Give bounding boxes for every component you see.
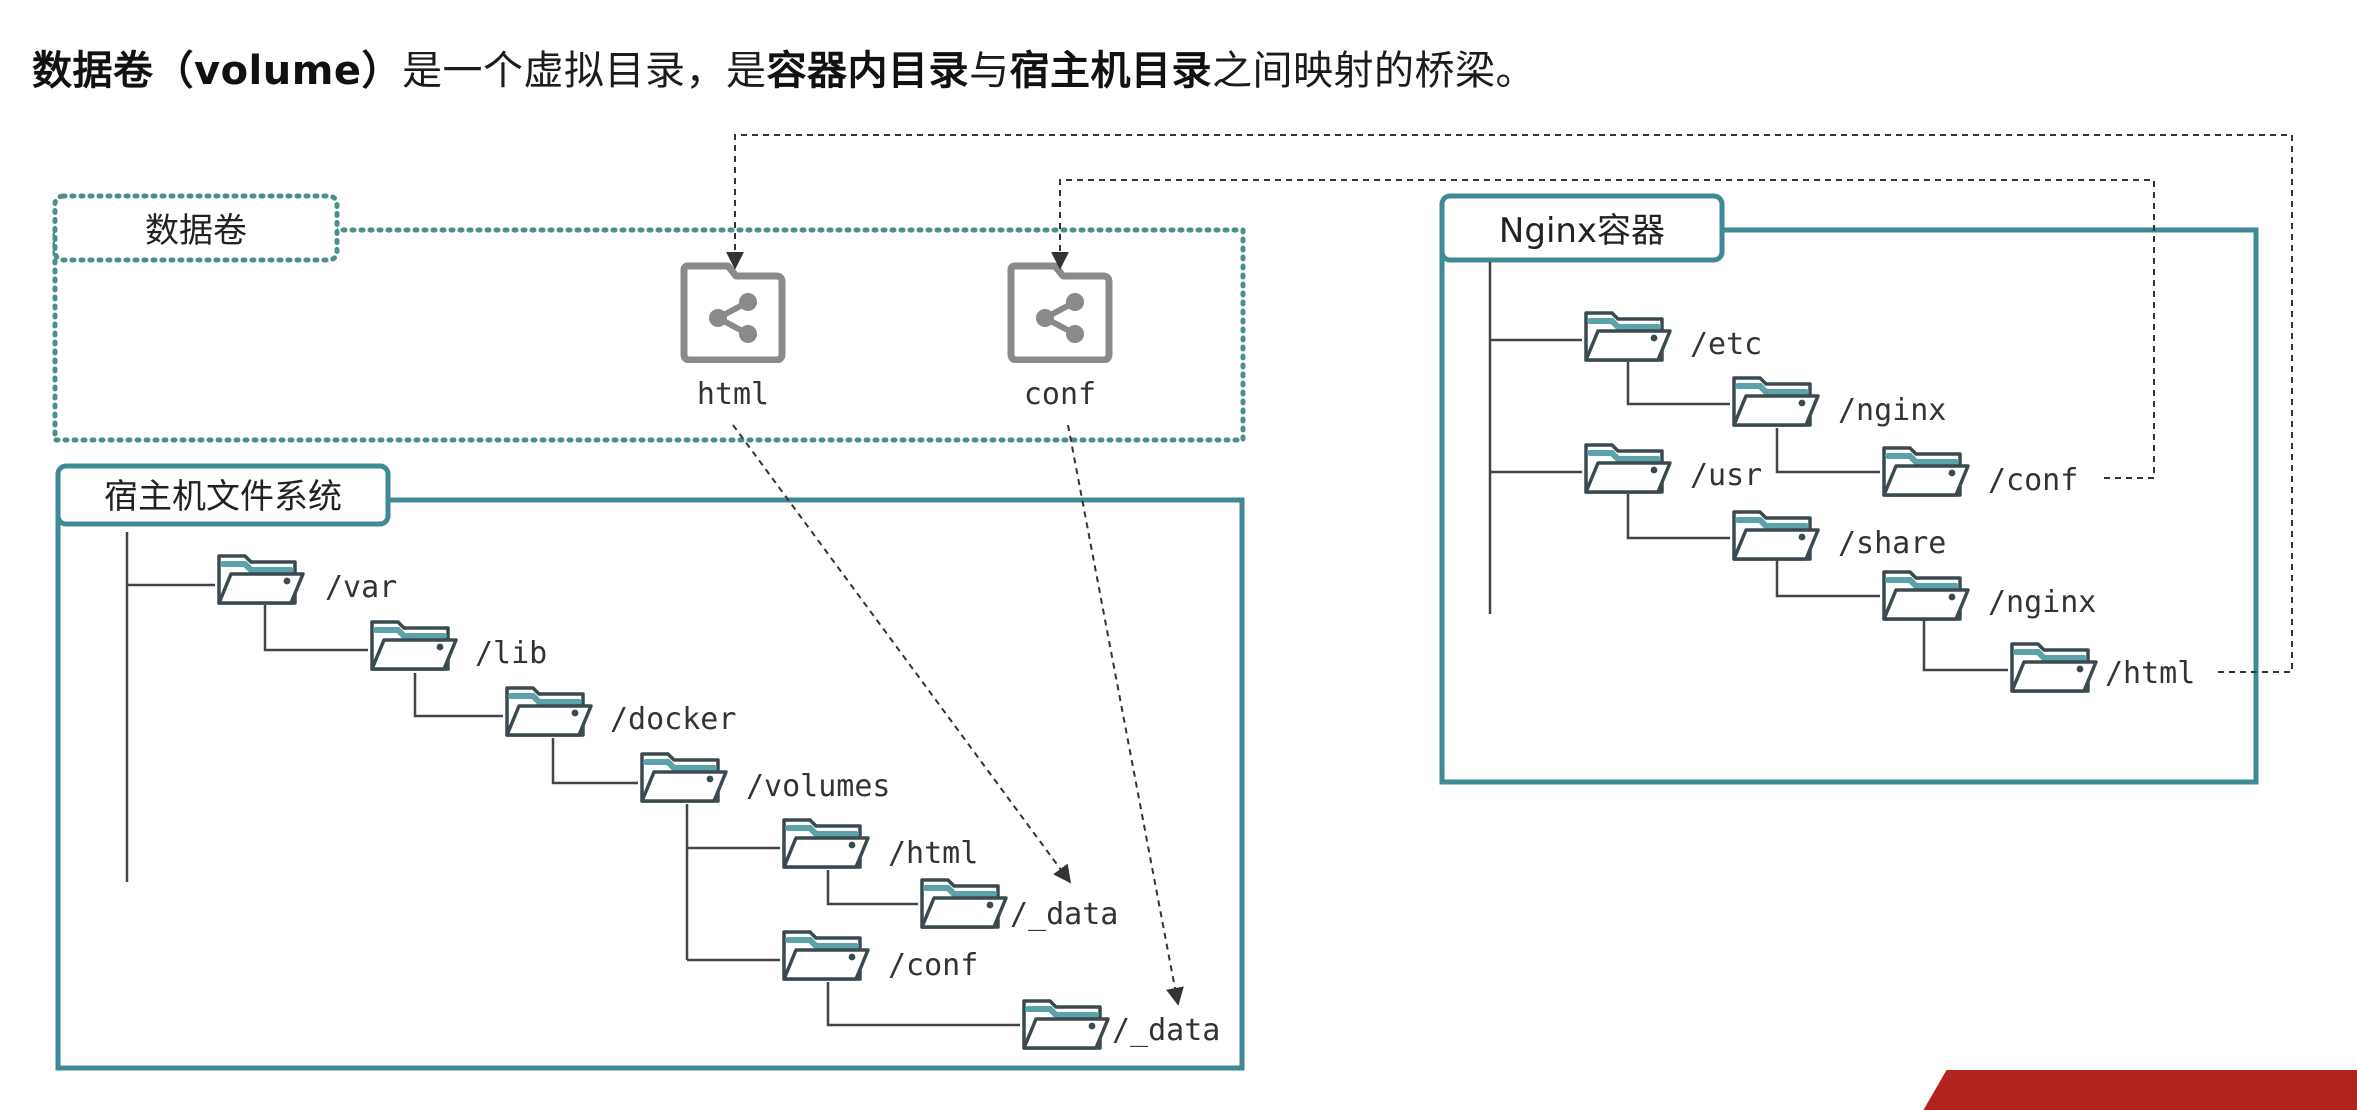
host-folder-var: /var [325,570,397,605]
host-folder-html-data: /_data [1010,897,1118,932]
folder-icon [784,820,868,867]
container-folder-conf: /conf [1988,463,2078,498]
folder-icon [1586,313,1670,360]
volume-box-title-frame [52,193,340,263]
folder-icon [507,688,591,735]
host-filesystem-box: 宿主机文件系统 /var /lib /docker /volumes /html… [55,463,1245,1071]
host-folder-conf-data: /_data [1112,1013,1220,1048]
nginx-container-box: Nginx容器 /etc /nginx /usr /conf /share /n… [1439,193,2259,785]
host-box-title-frame [55,463,391,527]
host-box-border [55,497,1245,1071]
container-box-title-frame [1439,193,1725,263]
container-folder-nginx-etc: /nginx [1838,393,1946,428]
headline-term-volume: 数据卷（volume） [32,48,403,94]
container-folder-nginx-share: /nginx [1988,585,2096,620]
headline-term-container-dir: 容器内目录 [766,48,970,94]
host-folder-lib: /lib [475,636,547,671]
container-folder-etc: /etc [1690,327,1762,362]
host-folder-volumes: /volumes [746,769,891,804]
corner-banner [1923,1070,2357,1110]
volume-box: 数据卷 html conf [52,193,1246,443]
host-folder-conf: /conf [888,948,978,983]
host-folder-html: /html [888,836,978,871]
folder-icon [922,880,1006,927]
folder-icon [1884,448,1968,495]
share-folder-icon [684,266,782,360]
page-headline: 数据卷（volume）是一个虚拟目录，是容器内目录与宿主机目录之间映射的桥梁。 [32,38,1536,96]
folder-icon [372,622,456,669]
host-box-title: 宿主机文件系统 [104,477,342,517]
container-tree-lines [1488,262,2008,672]
folder-icon [2012,644,2096,691]
folder-icon [784,932,868,979]
headline-text-3: 之间映射的桥梁。 [1212,48,1537,94]
share-folder-icon [1011,266,1109,360]
volume-box-border [52,227,1246,443]
host-tree-lines [125,532,1020,1027]
headline-text-1: 是一个虚拟目录，是 [402,48,767,94]
container-box-border [1439,227,2259,785]
host-folder-docker: /docker [610,702,736,737]
folder-icon [1586,445,1670,492]
headline-term-host-dir: 宿主机目录 [1009,48,1213,94]
connector-html-to-volume [726,134,2293,673]
folder-icon [1024,1001,1108,1048]
connector-conf-to-volume [1051,179,2155,479]
container-box-title: Nginx容器 [1499,211,1665,251]
volume-item-conf-label: conf [1024,377,1096,412]
volume-item-html-label: html [697,377,769,412]
container-folder-usr: /usr [1690,458,1762,493]
folder-icon [219,556,303,603]
folder-icon [1884,572,1968,619]
mapping-connectors [726,134,2293,1006]
connector-volume-html-to-data [732,424,1072,884]
container-folder-share: /share [1838,526,1946,561]
folder-icon [642,754,726,801]
folder-icon [1734,378,1818,425]
volume-box-title: 数据卷 [145,211,247,251]
headline-text-2: 与 [969,48,1010,94]
folder-icon [1734,512,1818,559]
container-folder-html: /html [2105,656,2195,691]
